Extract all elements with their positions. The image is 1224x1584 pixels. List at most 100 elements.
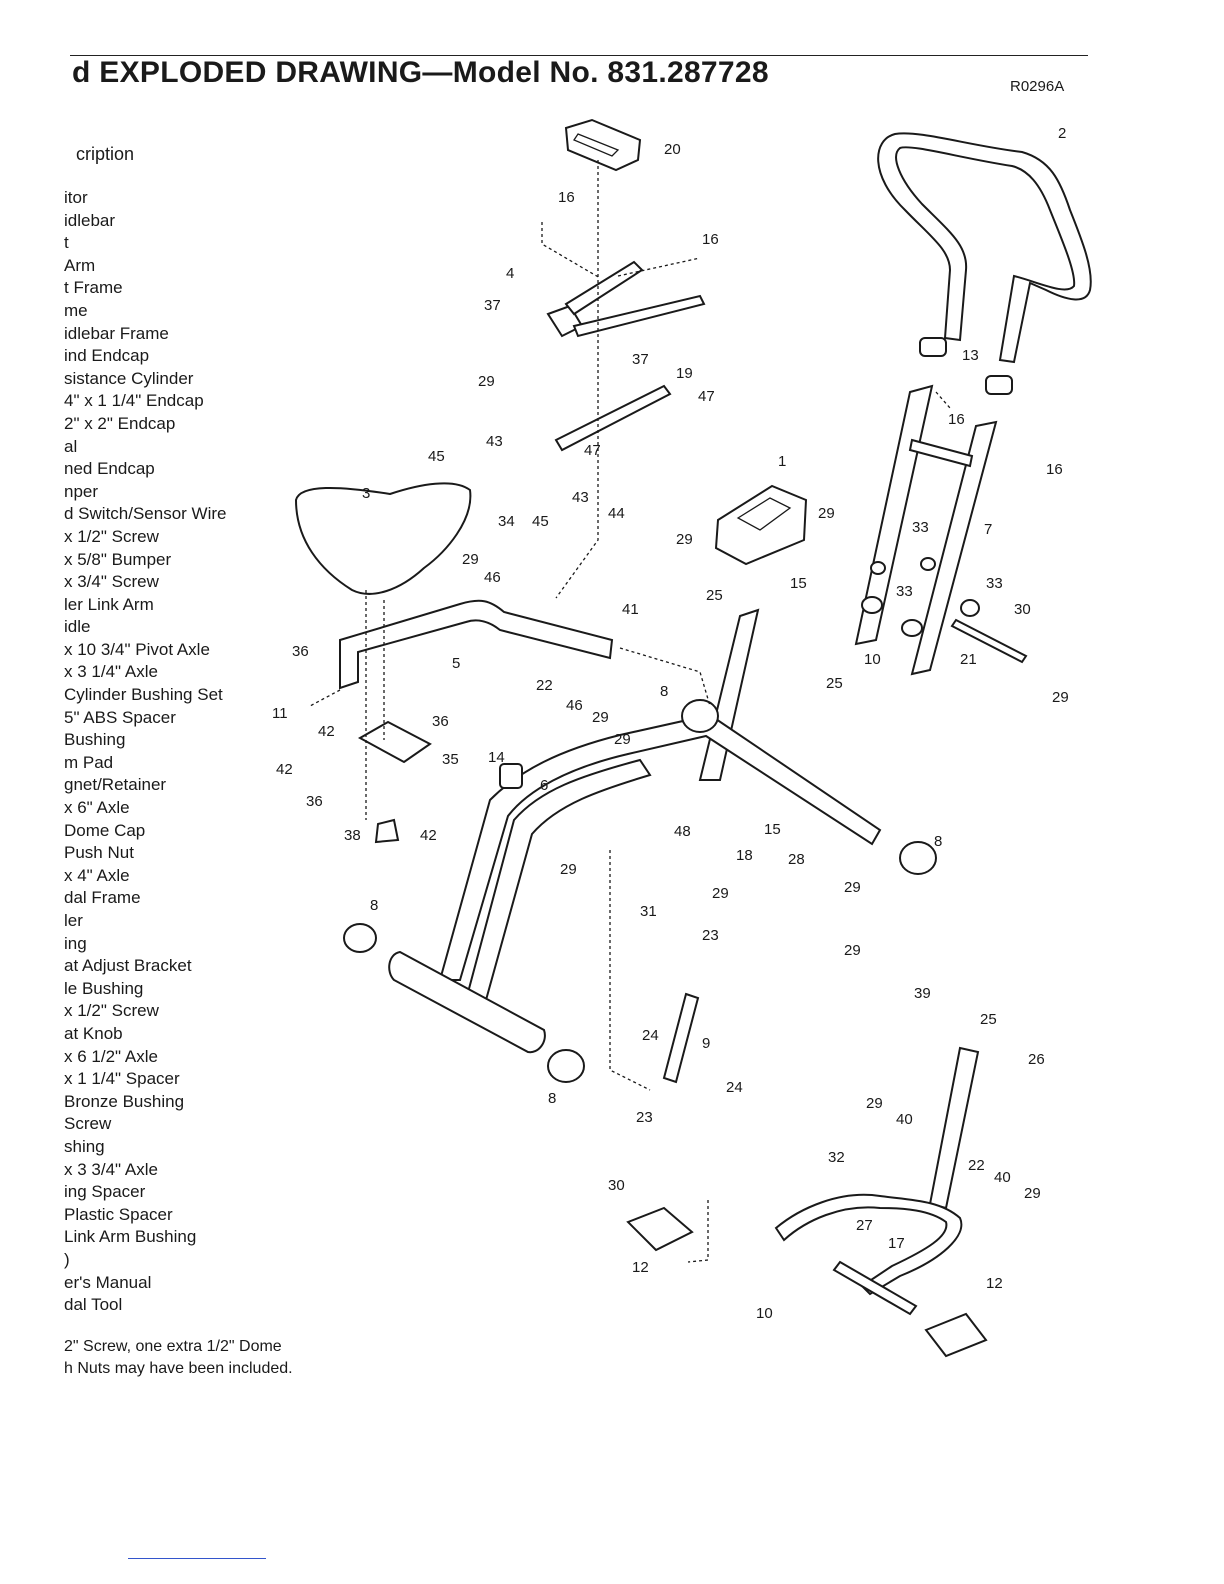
part-callout-32: 32 (828, 1149, 845, 1166)
part-callout-16: 16 (702, 231, 719, 248)
page-title: d EXPLODED DRAWING—Model No. 831.287728 (72, 56, 769, 89)
parts-list-item: x 1/2" Screw (64, 1001, 159, 1021)
part-callout-46: 46 (566, 697, 583, 714)
parts-list-item: ing (64, 933, 87, 953)
part-callout-29: 29 (712, 885, 729, 902)
parts-note: 2" Screw, one extra 1/2" Dome h Nuts may… (64, 1336, 293, 1380)
part-38-seat-knob (374, 818, 400, 844)
parts-list-item: 4" x 1 1/4" Endcap (64, 391, 204, 411)
part-callout-13: 13 (962, 347, 979, 364)
part-callout-24: 24 (726, 1079, 743, 1096)
part-callout-23: 23 (702, 927, 719, 944)
part-13-endcaps (919, 337, 1013, 395)
part-callout-15: 15 (790, 575, 807, 592)
parts-list-item: dal Frame (64, 888, 141, 908)
parts-list-item: itor (64, 188, 88, 207)
part-callout-29: 29 (560, 861, 577, 878)
parts-list-heading: cription (76, 144, 135, 164)
parts-list-item: Screw (64, 1114, 112, 1134)
part-9-resistance-cylinder (662, 992, 700, 1084)
front-base-tube (388, 950, 546, 1054)
parts-list-item: Cylinder Bushing Set (64, 685, 223, 705)
part-7-handlebar-frame (854, 384, 998, 676)
part-callout-39: 39 (914, 985, 931, 1002)
parts-list-item: ned Endcap (64, 459, 155, 479)
part-callout-8: 8 (370, 897, 378, 914)
parts-list-item: t (64, 233, 69, 253)
part-callout-22: 22 (536, 677, 553, 694)
part-callout-23: 23 (636, 1109, 653, 1126)
part-callout-37: 37 (632, 351, 649, 368)
part-callout-36: 36 (432, 713, 449, 730)
parts-list-item: Link Arm Bushing (64, 1227, 197, 1247)
part-20-grip (564, 118, 642, 172)
part-callout-10: 10 (864, 651, 881, 668)
part-callout-38: 38 (344, 827, 361, 844)
parts-list-item: ler (64, 911, 83, 930)
parts-list-item: at Adjust Bracket (64, 956, 192, 976)
part-12-pedals (626, 1206, 988, 1358)
part-callout-29: 29 (844, 879, 861, 896)
part-callout-29: 29 (866, 1095, 883, 1112)
part-callout-16: 16 (1046, 461, 1063, 478)
part-callout-46: 46 (484, 569, 501, 586)
parts-list-item: ) (64, 1249, 70, 1269)
part-callout-14: 14 (488, 749, 505, 766)
part-callout-1: 1 (778, 453, 786, 470)
part-callout-19: 19 (676, 365, 693, 382)
part-8-wheels (343, 699, 937, 1083)
part-3-seat (294, 482, 472, 595)
parts-list-item: al (64, 436, 78, 456)
parts-list-item: Bushing (64, 730, 126, 750)
parts-list-item: Dome Cap (64, 820, 146, 840)
part-callout-30: 30 (608, 1177, 625, 1194)
parts-list-item: 5" ABS Spacer (64, 707, 176, 727)
parts-list-item: idle (64, 617, 91, 637)
part-callout-31: 31 (640, 903, 657, 920)
part-callout-29: 29 (676, 531, 693, 548)
part-callout-33: 33 (896, 583, 913, 600)
parts-list-item: x 4" Axle (64, 865, 130, 885)
part-callout-8: 8 (934, 833, 942, 850)
part-14-bumper (499, 763, 523, 789)
part-callout-33: 33 (986, 575, 1003, 592)
parts-list-item: ler Link Arm (64, 594, 154, 614)
parts-note-line-2: h Nuts may have been included. (64, 1360, 293, 1377)
part-callout-20: 20 (664, 141, 681, 158)
part-5-seat-frame (339, 599, 614, 690)
part-callout-25: 25 (706, 587, 723, 604)
part-callout-22: 22 (968, 1157, 985, 1174)
part-callout-12: 12 (632, 1259, 649, 1276)
part-callout-21: 21 (960, 651, 977, 668)
parts-list-item: x 3 3/4" Axle (64, 1159, 158, 1179)
part-callout-42: 42 (318, 723, 335, 740)
part-6-main-frame (438, 608, 882, 1001)
part-callout-42: 42 (420, 827, 437, 844)
part-callout-29: 29 (844, 942, 861, 959)
part-callout-17: 17 (888, 1235, 905, 1252)
part-callout-37: 37 (484, 297, 501, 314)
part-callout-11: 11 (272, 705, 288, 722)
part-callout-18: 18 (736, 847, 753, 864)
part-callout-5: 5 (452, 655, 460, 672)
parts-list-item: Bronze Bushing (64, 1091, 185, 1111)
part-callout-2: 2 (1058, 125, 1066, 142)
parts-list-item: x 6 1/2" Axle (64, 1046, 158, 1066)
part-callout-8: 8 (548, 1090, 556, 1107)
part-callout-29: 29 (462, 551, 479, 568)
parts-list-item: Push Nut (64, 843, 134, 863)
parts-list-item: dal Tool (64, 1295, 123, 1315)
parts-list-item: nper (64, 481, 99, 501)
parts-note-line-1: 2" Screw, one extra 1/2" Dome (64, 1338, 282, 1355)
part-callout-45: 45 (428, 448, 445, 465)
part-callout-28: 28 (788, 851, 805, 868)
part-callout-10: 10 (756, 1305, 773, 1322)
parts-list-item: ing Spacer (64, 1182, 146, 1202)
parts-list-item: x 3 1/4" Axle (64, 662, 158, 682)
part-callout-29: 29 (818, 505, 835, 522)
part-callout-25: 25 (980, 1011, 997, 1028)
part-callout-30: 30 (1014, 601, 1031, 618)
